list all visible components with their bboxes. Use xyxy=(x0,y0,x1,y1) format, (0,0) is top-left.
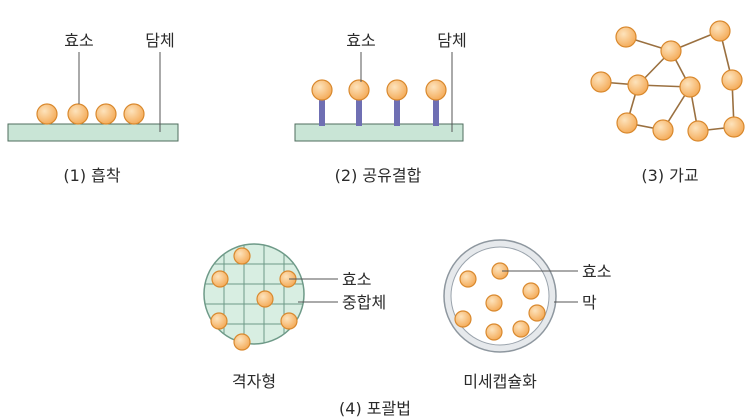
carrier-label: 담체 xyxy=(437,31,466,50)
lattice-outline xyxy=(203,243,305,345)
enzyme-bead xyxy=(386,79,408,101)
capsule-enzymes xyxy=(454,262,546,341)
enzyme-bead xyxy=(211,270,229,288)
panel-covalent: 효소 담체 (2) 공유결합 xyxy=(294,31,467,185)
enzyme-bead xyxy=(95,103,117,125)
caption-crosslink: (3) 가교 xyxy=(641,166,698,185)
caption-adsorption: (1) 흡착 xyxy=(63,166,120,185)
matrix-label: 중합체 xyxy=(342,293,386,312)
enzyme-bead xyxy=(723,116,745,138)
enzyme-bead xyxy=(233,333,251,351)
adsorbed-enzymes xyxy=(36,103,145,125)
crosslinked-enzymes xyxy=(590,20,745,142)
caption-lattice: 격자형 xyxy=(232,372,276,391)
enzyme-bead xyxy=(256,290,274,308)
enzyme-bead xyxy=(627,74,649,96)
carrier-bar xyxy=(294,123,464,142)
covalent-enzymes xyxy=(311,79,447,101)
enzyme-bead xyxy=(687,120,709,142)
panel-crosslink: (3) 가교 xyxy=(590,20,745,185)
enzyme-bead xyxy=(590,71,612,93)
enzyme-bead xyxy=(311,79,333,101)
enzyme-bead xyxy=(679,76,701,98)
enzyme-bead xyxy=(652,119,674,141)
carrier-bar xyxy=(7,123,179,142)
covalent-linker xyxy=(394,96,400,126)
panel-lattice: 효소 중합체 격자형 xyxy=(203,243,386,391)
enzyme-bead xyxy=(485,294,503,312)
panel-microcapsule: 효소 막 미세캡슐화 xyxy=(443,239,611,391)
enzyme-bead xyxy=(67,103,89,125)
panel-adsorption: 효소 담체 (1) 흡착 xyxy=(7,31,179,185)
enzyme-bead xyxy=(522,282,540,300)
enzyme-label: 효소 xyxy=(582,262,611,281)
enzyme-bead xyxy=(425,79,447,101)
carrier-label: 담체 xyxy=(145,31,174,50)
covalent-linkers xyxy=(319,96,439,126)
enzyme-label: 효소 xyxy=(346,31,375,50)
enzyme-bead xyxy=(280,312,298,330)
enzyme-bead xyxy=(454,310,472,328)
caption-microcapsule: 미세캡슐화 xyxy=(463,372,537,391)
enzyme-bead xyxy=(123,103,145,125)
enzyme-bead xyxy=(233,247,251,265)
caption-entrapment: (4) 포괄법 xyxy=(339,399,411,418)
enzyme-bead xyxy=(709,20,731,42)
enzyme-bead xyxy=(615,26,637,48)
lattice-background xyxy=(204,244,304,344)
covalent-linker xyxy=(319,96,325,126)
covalent-linker xyxy=(433,96,439,126)
enzyme-bead xyxy=(210,312,228,330)
membrane-label: 막 xyxy=(582,293,597,312)
enzyme-bead xyxy=(36,103,58,125)
enzyme-bead xyxy=(660,40,682,62)
enzyme-bead xyxy=(721,69,743,91)
enzyme-bead xyxy=(348,79,370,101)
enzyme-label: 효소 xyxy=(342,270,371,289)
enzyme-label: 효소 xyxy=(64,31,93,50)
enzyme-bead xyxy=(512,320,530,338)
enzyme-bead xyxy=(616,112,638,134)
enzyme-bead xyxy=(485,323,503,341)
enzyme-bead xyxy=(528,304,546,322)
lattice-enzymes xyxy=(210,247,298,351)
enzyme-bead xyxy=(459,270,477,288)
covalent-linker xyxy=(356,96,362,126)
caption-covalent: (2) 공유결합 xyxy=(335,166,422,185)
lattice-grid xyxy=(204,244,304,344)
